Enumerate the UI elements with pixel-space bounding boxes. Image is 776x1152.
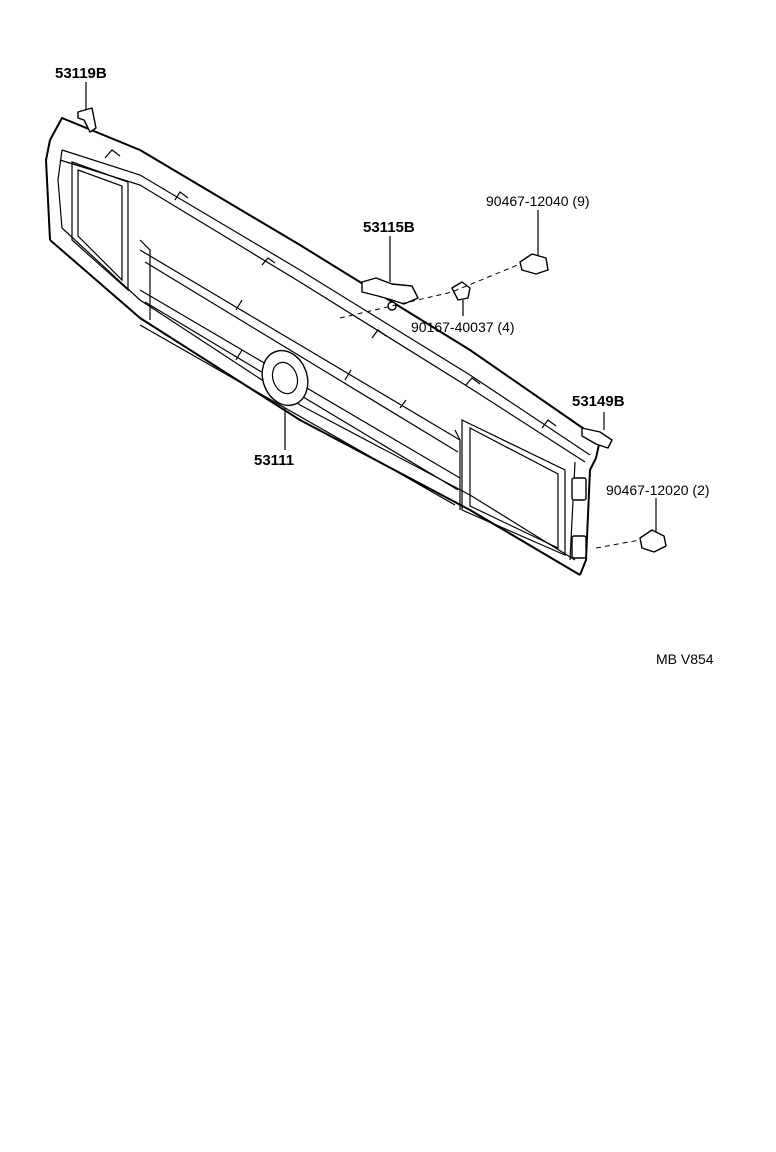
label-90467-12040: 90467-12040 (9): [486, 193, 590, 209]
label-53149b: 53149B: [572, 393, 625, 410]
label-90467-12020: 90467-12020 (2): [606, 482, 710, 498]
figure-code: MB V854: [656, 651, 714, 667]
label-53119b: 53119B: [55, 65, 107, 82]
clip-90467-12040: [519, 253, 549, 275]
label-53115b: 53115B: [363, 219, 415, 236]
label-53111: 53111: [254, 452, 294, 469]
retainer-53149b: [581, 427, 613, 449]
clip-90467-12020: [639, 529, 667, 553]
bracket-53115b: [361, 277, 419, 305]
label-90167-40037: 90167-40037 (4): [411, 319, 515, 335]
radiator-grille: [45, 117, 601, 576]
retainer-53119b: [77, 107, 97, 133]
